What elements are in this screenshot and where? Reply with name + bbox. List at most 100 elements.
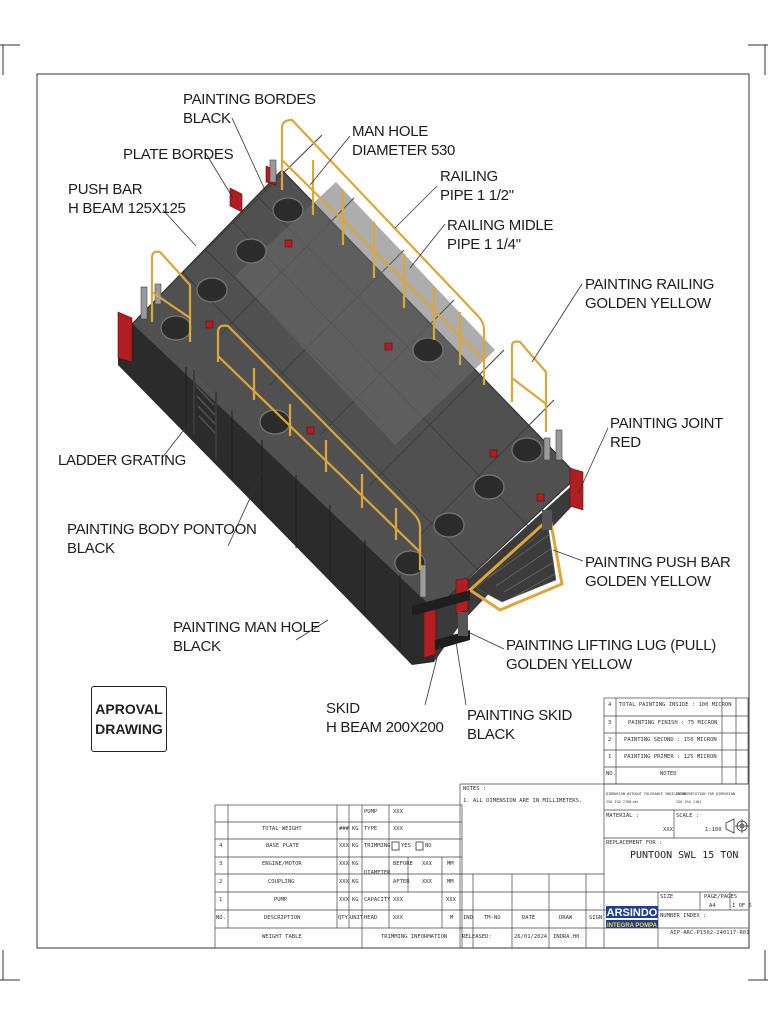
trim-capacity-val2: XXX xyxy=(446,897,456,903)
tb-scale-val: 1:100 xyxy=(705,827,722,833)
tb-replacement-label: REPLACEMENT FOR : xyxy=(606,840,663,846)
trim-capacity-val: XXX xyxy=(393,897,403,903)
paint-text-1: PAINTING PRIMER : 125 MICRON xyxy=(624,754,717,760)
paint-no-1: 1 xyxy=(608,754,612,760)
wt-desc-1: BASE PLATE xyxy=(266,843,300,849)
trim-after: AFTER xyxy=(393,879,410,885)
trim-head-m: M xyxy=(450,915,454,921)
push-bar-front xyxy=(467,515,564,612)
wt-unit-0: KG xyxy=(352,826,359,832)
tb-material-label: MATERIAL : xyxy=(606,813,640,819)
rev-sign: SIGN xyxy=(589,915,603,921)
company-subname: INTEGRA POMPA xyxy=(607,923,658,929)
label-painting-lifting-lug: PAINTING LIFTING LUG (PULL)GOLDEN YELLOW xyxy=(506,637,716,673)
tb-material-val: XXX xyxy=(663,827,673,833)
paint-header-no: NO. xyxy=(606,771,616,777)
rev-tmno: TM-NO xyxy=(484,915,501,921)
rev-released-date: 26/01/2024 xyxy=(514,934,548,940)
wt-header-unit: UNIT xyxy=(350,915,364,921)
paint-no-4: 4 xyxy=(608,702,612,708)
paint-text-3: PAINTING FINISH : 75 MICRON xyxy=(628,720,718,726)
rev-draw: DRAW xyxy=(559,915,573,921)
company-logo: ARSINDO INTEGRA POMPA xyxy=(606,906,658,929)
wt-unit-1: KG xyxy=(352,843,359,849)
wt-no-1: 4 xyxy=(219,843,223,849)
trim-after-mm: MM xyxy=(447,879,454,885)
paint-no-2: 2 xyxy=(608,737,612,743)
yes-checkbox xyxy=(391,841,400,851)
trim-pump-val: XXX xyxy=(393,809,403,815)
wt-desc-0: TOTAL WEIGHT xyxy=(262,826,302,832)
wt-qty-2: XXX xyxy=(339,861,349,867)
paint-no-3: 3 xyxy=(608,720,612,726)
notes-line-1: 1. ALL DIMENSION ARE IN MILLIMETERS. xyxy=(463,798,583,804)
wt-desc-2: ENGINE/MOTOR xyxy=(262,861,302,867)
wt-unit-2: KG xyxy=(352,861,359,867)
skids xyxy=(412,510,552,650)
tb-dim-note-2: ISO ISO 2768-mH xyxy=(606,800,638,804)
wt-qty-0: ### xyxy=(339,826,349,832)
tb-dim-note-3: INTERPRETATION FOR DIMENSION xyxy=(676,792,736,796)
trim-no: NO xyxy=(425,843,432,849)
body-side-left xyxy=(118,324,434,665)
paint-text-2: PAINTING SECOND : 150 MICRON xyxy=(624,737,717,743)
trim-diameter: DIAMETER xyxy=(364,870,391,876)
no-checkbox xyxy=(415,841,424,851)
trim-trimming: TRIMMING xyxy=(364,843,391,849)
ladder-grating xyxy=(193,370,218,460)
rev-released: RELEASED: xyxy=(462,934,492,940)
corner-marks xyxy=(0,44,768,981)
wt-footer: WEIGHT TABLE xyxy=(262,934,302,940)
tb-dim-note-1: DIMENSION WITHOUT TOLERANCE INDICATION xyxy=(606,792,687,796)
trim-capacity: CAPACITY xyxy=(364,897,391,903)
push-bar-grating-lines xyxy=(487,533,556,599)
paint-text-4: TOTAL PAINTING INSIDE : 100 MICRON xyxy=(619,702,732,708)
wt-desc-3: COUPLING xyxy=(268,879,295,885)
wt-desc-4: PUMP xyxy=(274,897,288,903)
trim-before-mm: MM xyxy=(447,861,454,867)
trim-head: HEAD xyxy=(364,915,378,921)
paint-header-noted: NOTED xyxy=(660,771,677,777)
rev-date: DATE xyxy=(522,915,536,921)
wt-header-qty: QTY xyxy=(338,915,348,921)
tb-size-val: A4 xyxy=(709,903,716,909)
trim-before-val: XXX xyxy=(422,861,432,867)
body-seams xyxy=(185,367,401,650)
wt-no-3: 2 xyxy=(219,879,223,885)
manholes xyxy=(160,197,543,576)
wt-qty-3: XXX xyxy=(339,879,349,885)
push-bar-grating xyxy=(475,525,557,603)
trim-after-val: XXX xyxy=(422,879,432,885)
railings xyxy=(150,118,548,570)
label-plate-bordes: PLATE BORDES xyxy=(123,146,234,163)
trim-type-val: XXX xyxy=(393,826,403,832)
projection-symbol xyxy=(725,818,749,834)
tb-pages-val: 1 OF 5 xyxy=(732,903,752,909)
wt-unit-4: KG xyxy=(352,897,359,903)
trim-pump: PUMP xyxy=(364,809,378,815)
tb-title: PUNTOON SWL 15 TON xyxy=(630,850,739,861)
trim-before: BEFORE xyxy=(393,861,413,867)
trim-footer: TRIMMING INFORMATION xyxy=(381,934,448,940)
tb-number-val: AIP-ARC-P1502-240117-R01 xyxy=(670,930,750,936)
company-name: ARSINDO xyxy=(607,907,658,919)
rev-drawn-by: INDRA.H0 xyxy=(553,934,580,940)
pontoon-model xyxy=(117,118,584,665)
label-ladder-grating: LADDER GRATING xyxy=(58,452,187,469)
tb-number-label: NUMBER INDEX : xyxy=(660,913,707,919)
wt-qty-1: XXX xyxy=(339,843,349,849)
joints xyxy=(117,165,584,659)
wt-header-no: NO. xyxy=(216,915,226,921)
rev-ind: IND xyxy=(463,915,473,921)
wt-qty-4: XXX xyxy=(339,897,349,903)
